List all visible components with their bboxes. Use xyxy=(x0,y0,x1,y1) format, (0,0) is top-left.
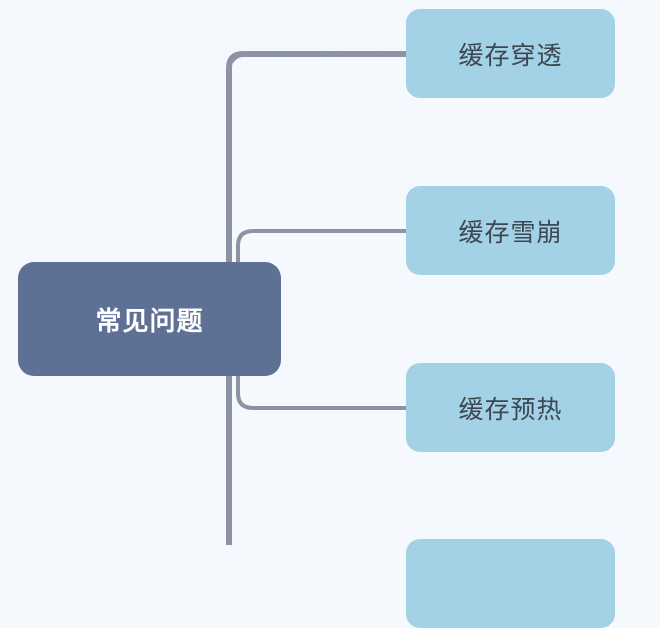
connector-to-child-3 xyxy=(236,376,406,410)
child-node-cache-warmup[interactable]: 缓存预热 xyxy=(406,363,615,452)
mind-map-canvas: 常见问题 缓存穿透 缓存雪崩 缓存预热 xyxy=(18,9,615,628)
child-node-label: 缓存雪崩 xyxy=(458,217,563,247)
root-node-label: 常见问题 xyxy=(95,306,204,337)
child-node-label: 缓存预热 xyxy=(458,394,563,424)
root-node[interactable]: 常见问题 xyxy=(18,262,281,376)
child-node-cache-penetration[interactable]: 缓存穿透 xyxy=(406,9,615,98)
connector-lines xyxy=(226,51,409,545)
child-node-label: 缓存穿透 xyxy=(458,40,563,70)
child-node-cache-avalanche[interactable]: 缓存雪崩 xyxy=(406,186,615,275)
child-node-4-partial[interactable] xyxy=(406,539,615,628)
connector-to-child-2 xyxy=(236,229,406,262)
